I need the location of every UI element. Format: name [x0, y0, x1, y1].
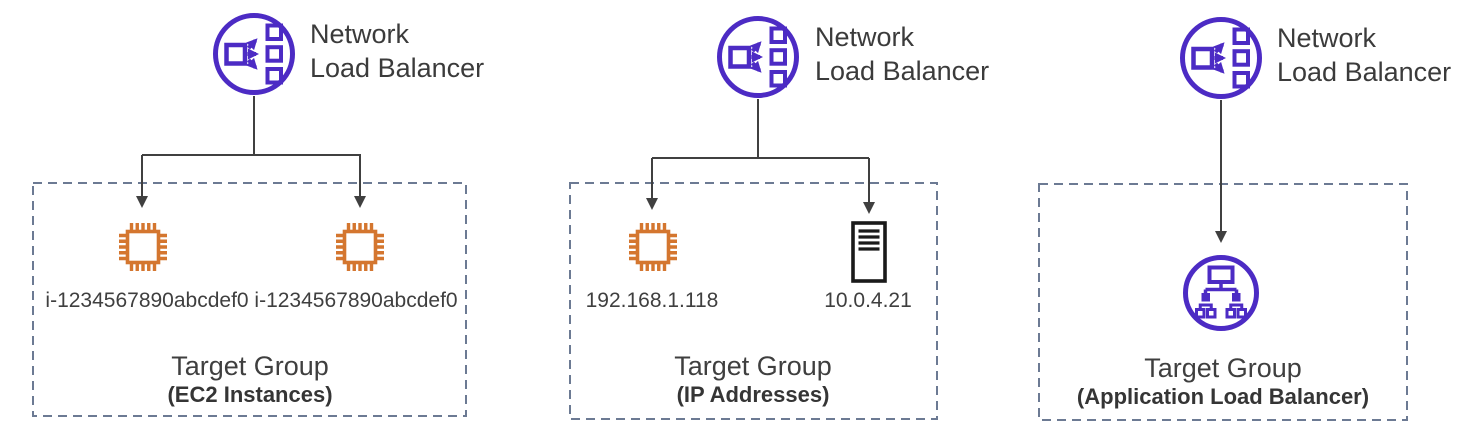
target-group-subtitle: (Application Load Balancer)	[1076, 384, 1370, 409]
target-group-title: Target Group	[1144, 353, 1302, 383]
nlb-title-line2: Load Balancer	[815, 56, 990, 86]
target-group-box-ec2	[32, 182, 467, 417]
nlb-title-line2: Load Balancer	[1277, 57, 1452, 87]
target-group-title: Target Group	[674, 351, 832, 381]
network-load-balancer-title: Network Load Balancer	[1277, 21, 1451, 89]
target-group-box-ip	[569, 182, 938, 420]
ec2-instance-id-label: i-1234567890abcdef0	[45, 289, 249, 312]
ec2-instance-icon	[115, 219, 171, 275]
target-group-title: Target Group	[171, 351, 329, 381]
network-load-balancer-title: Network Load Balancer	[815, 20, 989, 88]
network-load-balancer-icon	[212, 12, 296, 96]
application-load-balancer-icon	[1182, 254, 1260, 332]
network-load-balancer-icon	[716, 15, 800, 99]
ec2-instance-icon	[625, 219, 681, 275]
ip-address-label: 192.168.1.118	[585, 289, 719, 312]
network-load-balancer-title: Network Load Balancer	[310, 17, 484, 85]
server-icon	[851, 221, 887, 283]
nlb-title-line2: Load Balancer	[310, 53, 485, 83]
ec2-instance-icon	[332, 219, 388, 275]
target-group-box-alb	[1038, 183, 1408, 421]
connector-nlb-to-ip-targets	[646, 99, 875, 214]
ec2-instance-id-label: i-1234567890abcdef0	[254, 289, 458, 312]
nlb-title-line1: Network	[1277, 23, 1377, 53]
nlb-title-line1: Network	[815, 22, 915, 52]
target-group-subtitle: (IP Addresses)	[676, 382, 830, 407]
ip-address-label: 10.0.4.21	[824, 289, 912, 312]
connector-nlb-to-ec2-targets	[136, 96, 366, 208]
target-group-subtitle: (EC2 Instances)	[167, 382, 333, 407]
nlb-title-line1: Network	[310, 19, 410, 49]
network-load-balancer-icon	[1179, 16, 1263, 100]
